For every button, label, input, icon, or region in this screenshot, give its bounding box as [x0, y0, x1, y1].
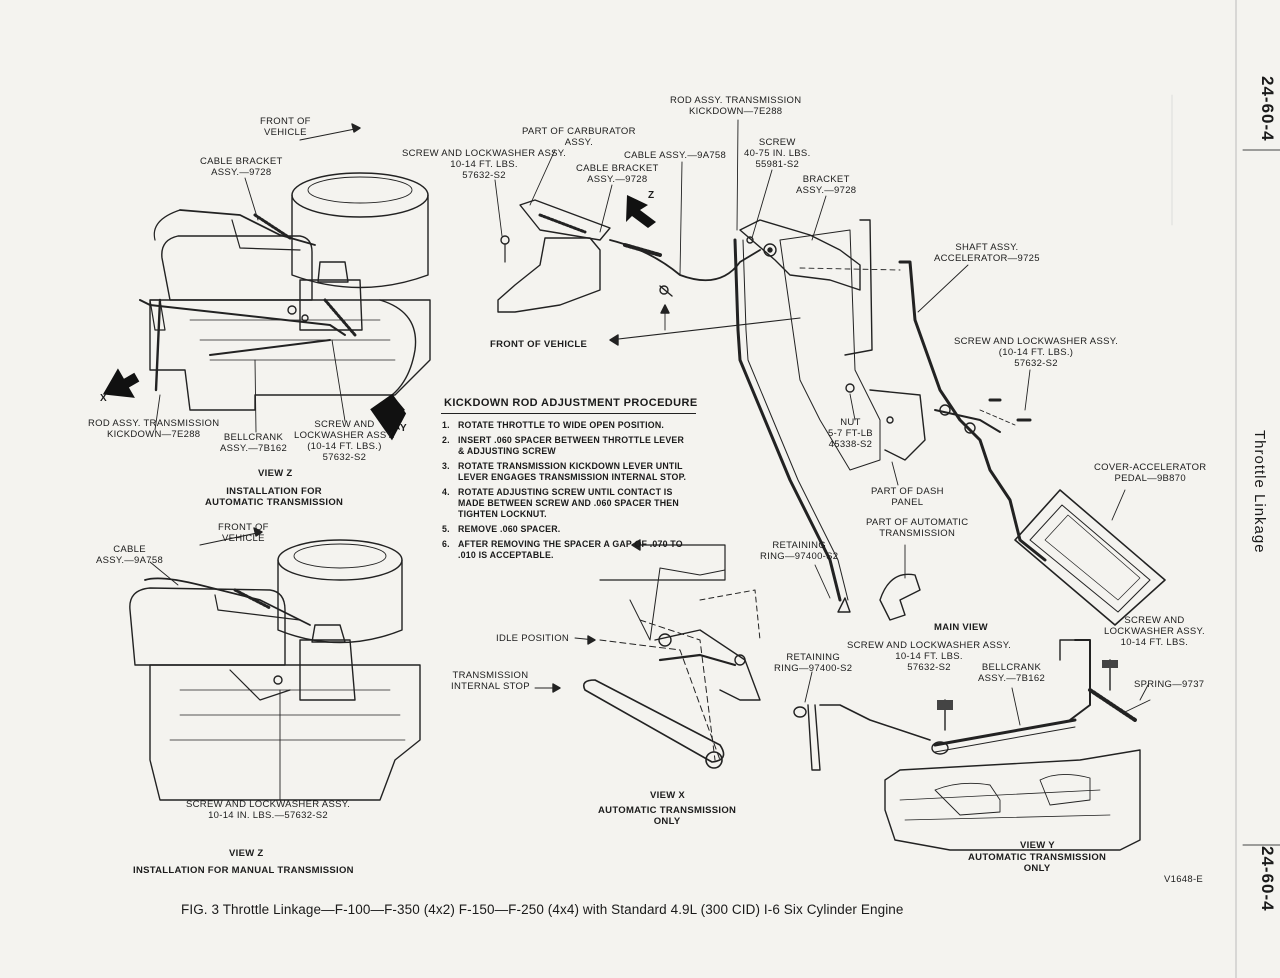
- screw-lockwasher-label: SCREW AND LOCKWASHER ASSY. 10-14 FT. LBS…: [402, 148, 567, 181]
- screw-label: SCREW 40-75 IN. LBS. 55981-S2: [744, 137, 811, 170]
- procedure-steps: 1.ROTATE THROTTLE TO WIDE OPEN POSITION.…: [442, 420, 732, 565]
- bellcrank-label: BELLCRANK ASSY.—7B162: [220, 432, 288, 454]
- screw-lockwasher-label: SCREW AND LOCKWASHER ASSY. 10-14 IN. LBS…: [186, 799, 351, 821]
- procedure-step: 1.ROTATE THROTTLE TO WIDE OPEN POSITION.: [442, 420, 665, 430]
- view-x-subtitle: AUTOMATIC TRANSMISSION ONLY: [598, 805, 737, 827]
- front-of-vehicle-label: FRONT OF VEHICLE: [490, 339, 588, 350]
- figure-caption: FIG. 3 Throttle Linkage—F-100—F-350 (4x2…: [181, 902, 904, 917]
- screw-lockwasher-label: SCREW AND LOCKWASHER ASSY. (10-14 FT. LB…: [294, 419, 395, 463]
- procedure-step: 5.REMOVE .060 SPACER.: [442, 524, 561, 534]
- idle-position-label: IDLE POSITION: [496, 633, 570, 644]
- screw-lockwasher-label: SCREW AND LOCKWASHER ASSY. (10-14 FT. LB…: [954, 336, 1119, 369]
- procedure-step: 4.ROTATE ADJUSTING SCREW UNTIL CONTACT I…: [442, 487, 679, 519]
- procedure-step: 3.ROTATE TRANSMISSION KICKDOWN LEVER UNT…: [442, 461, 687, 482]
- part-of-dash-label: PART OF DASH PANEL: [871, 486, 944, 508]
- cable-assy-label: CABLE ASSY.—9A758: [96, 544, 164, 566]
- page-number-bottom: 24-60-4: [1258, 846, 1277, 912]
- figure-id: V1648-E: [1164, 874, 1204, 885]
- main-view-illustration: [494, 119, 1166, 626]
- part-of-carburator-label: PART OF CARBURATOR ASSY.: [522, 126, 636, 148]
- view-z-title: VIEW Z: [229, 848, 264, 859]
- section-title: Throttle Linkage: [1251, 430, 1268, 554]
- main-view-title: MAIN VIEW: [934, 622, 988, 633]
- cable-bracket-label: CABLE BRACKET ASSY.—9728: [576, 163, 659, 185]
- view-z-automatic-illustration: [102, 123, 431, 441]
- cover-accel-label: COVER-ACCELERATOR PEDAL—9B870: [1094, 462, 1207, 484]
- trans-internal-stop-label: TRANSMISSION INTERNAL STOP: [451, 670, 530, 692]
- rod-assy-label: ROD ASSY. TRANSMISSION KICKDOWN—7E288: [670, 95, 802, 117]
- part-of-auto-trans-label: PART OF AUTOMATIC TRANSMISSION: [866, 517, 969, 539]
- bracket-assy-label: BRACKET ASSY.—9728: [796, 174, 857, 196]
- screw-lockwasher-label: SCREW AND LOCKWASHER ASSY. 10-14 FT. LBS…: [847, 640, 1012, 673]
- rod-assy-label: ROD ASSY. TRANSMISSION KICKDOWN—7E288: [88, 418, 220, 440]
- procedure-step: 6.AFTER REMOVING THE SPACER A GAP OF .07…: [442, 539, 683, 560]
- bellcrank-label: BELLCRANK ASSY.—7B162: [978, 662, 1046, 684]
- spring-label: SPRING—9737: [1134, 679, 1205, 690]
- z-marker: Z: [648, 190, 655, 201]
- cable-bracket-label: CABLE BRACKET ASSY.—9728: [200, 156, 283, 178]
- view-x-illustration: [534, 539, 761, 769]
- cable-assy-label: CABLE ASSY.—9A758: [624, 150, 727, 161]
- retaining-ring-label: RETAINING RING—97400-S2: [760, 540, 839, 562]
- install-manual-title: INSTALLATION FOR MANUAL TRANSMISSION: [133, 865, 354, 876]
- page-number-top: 24-60-4: [1258, 76, 1277, 142]
- install-auto-title: INSTALLATION FOR AUTOMATIC TRANSMISSION: [205, 486, 344, 508]
- view-z-title: VIEW Z: [258, 468, 293, 479]
- screw-lockwasher-label: SCREW AND LOCKWASHER ASSY. 10-14 FT. LBS…: [1104, 615, 1205, 648]
- view-y-illustration: [793, 639, 1151, 851]
- x-marker: X: [100, 393, 107, 404]
- shaft-assy-label: SHAFT ASSY. ACCELERATOR—9725: [934, 242, 1040, 264]
- front-of-vehicle-label: FRONT OF VEHICLE: [260, 116, 311, 138]
- procedure-step: 2.INSERT .060 SPACER BETWEEN THROTTLE LE…: [442, 435, 685, 456]
- procedure-title: KICKDOWN ROD ADJUSTMENT PROCEDURE: [444, 397, 698, 409]
- procedure-underline: [441, 413, 696, 414]
- view-x-title: VIEW X: [650, 790, 686, 801]
- retaining-ring-label: RETAINING RING—97400-S2: [774, 652, 853, 674]
- view-y-subtitle: AUTOMATIC TRANSMISSION ONLY: [968, 852, 1107, 874]
- nut-label: NUT 5-7 FT-LB 45338-S2: [828, 417, 873, 450]
- view-z-manual-illustration: [129, 527, 421, 801]
- front-of-vehicle-label: FRONT OF VEHICLE: [218, 522, 269, 544]
- y-marker: Y: [400, 423, 407, 434]
- view-y-title: VIEW Y: [1020, 840, 1055, 851]
